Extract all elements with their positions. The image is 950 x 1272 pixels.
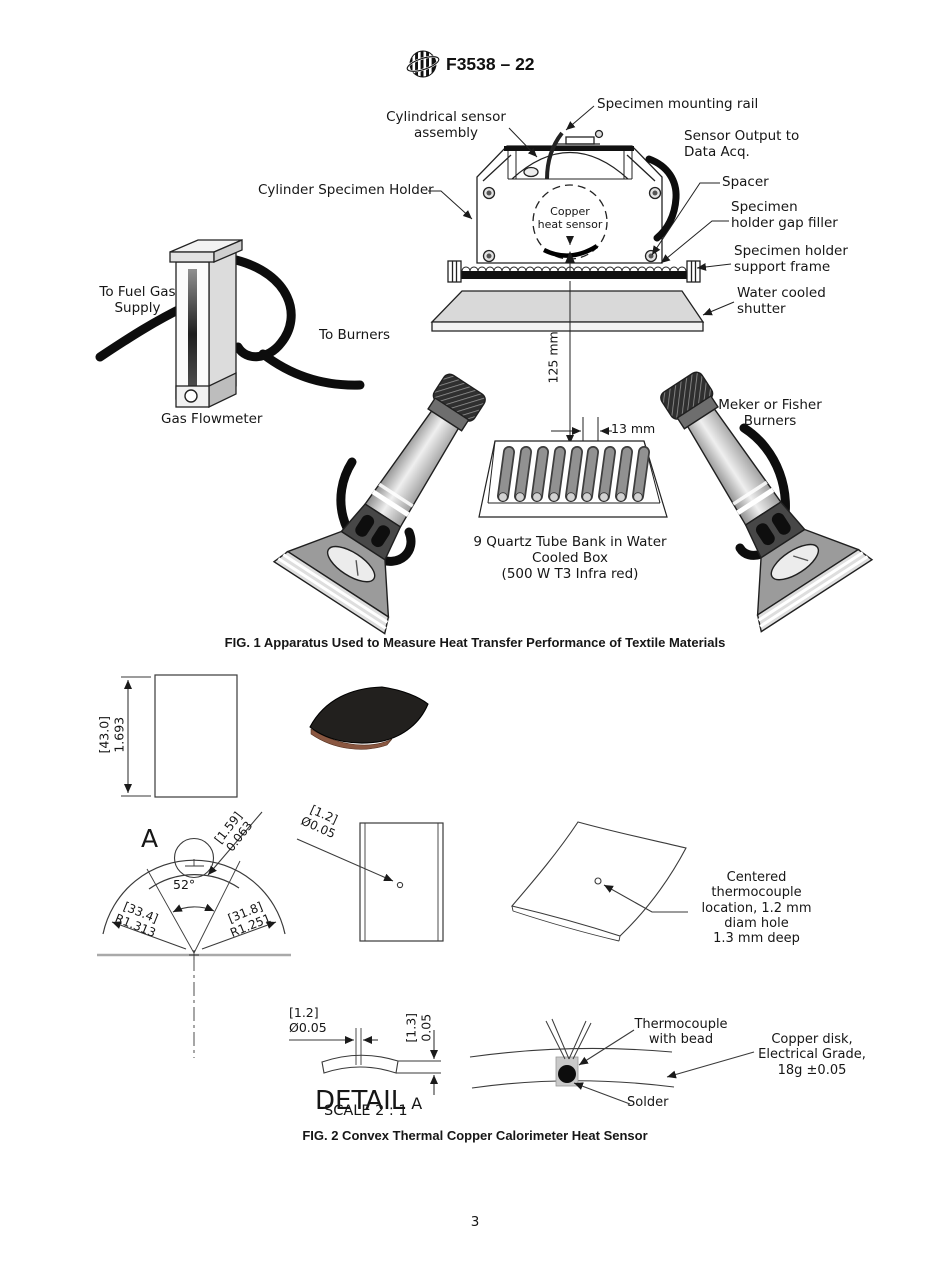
curved-sheet-wireframe <box>510 821 688 942</box>
label-cylinder-specimen-holder: Cylinder Specimen Holder <box>258 182 434 198</box>
quartz-tube-bank <box>478 440 668 518</box>
label-support-frame: Specimen holder support frame <box>734 243 848 275</box>
blank-rectangle <box>121 674 238 798</box>
label-sensor-output: Sensor Output to Data Acq. <box>684 128 800 160</box>
detail-a-letter: A <box>141 824 159 853</box>
label-to-burners: To Burners <box>319 327 391 343</box>
dim-13mm: 13 mm <box>611 421 656 436</box>
label-copper-heat-sensor: Copper heat sensor <box>537 205 603 231</box>
dim-1-2-bottom: [1.2] Ø0.05 <box>289 1005 327 1035</box>
specimen-holder-support-frame-shape <box>447 251 701 283</box>
fig2-sensor-drawing <box>97 674 755 1105</box>
label-gap-filler: Specimen holder gap filler <box>731 199 838 231</box>
label-gas-flowmeter: Gas Flowmeter <box>161 411 263 427</box>
page-number: 3 <box>470 1214 480 1230</box>
sensor-output-cable <box>645 155 680 242</box>
label-fuel-gas-supply: To Fuel Gas Supply <box>99 284 176 316</box>
dim-1-3: [1.3] 0.05 <box>403 1012 433 1043</box>
detail-word: DETAIL <box>315 1085 406 1116</box>
convex-disk-3d <box>309 686 429 750</box>
detail-a-callout-circle <box>173 837 215 879</box>
right-burner <box>621 345 874 634</box>
label-spacer: Spacer <box>722 174 769 190</box>
scale-label: SCALE 2 : 1 <box>324 1103 408 1119</box>
fig1-apparatus-drawing <box>95 105 874 636</box>
standard-code: F3538 – 22 <box>446 54 535 74</box>
solder-bead <box>558 1065 576 1083</box>
arc-section-diagram <box>97 811 291 1058</box>
label-copper-disk: Copper disk, Electrical Grade, 18g ±0.05 <box>758 1032 866 1078</box>
fig1-caption: FIG. 1 Apparatus Used to Measure Heat Tr… <box>224 635 726 650</box>
water-cooled-shutter-shape <box>430 290 705 332</box>
specimen-holder-housing <box>476 129 680 264</box>
fig2-caption: FIG. 2 Convex Thermal Copper Calorimeter… <box>302 1128 648 1143</box>
dim-52-degrees: 52° <box>173 877 196 892</box>
dim-43-0: [43.0] 1.693 <box>96 715 126 754</box>
label-water-cooled-shutter: Water cooled shutter <box>737 285 826 317</box>
label-solder: Solder <box>627 1095 669 1110</box>
dim-125mm: 125 mm <box>545 331 561 384</box>
front-view-hole <box>296 822 444 942</box>
fig1-leader-lines <box>428 105 735 316</box>
label-specimen-mounting-rail: Specimen mounting rail <box>597 96 759 112</box>
detail-cross-section <box>289 1028 441 1095</box>
label-cylindrical-sensor-assembly: Cylindrical sensor assembly <box>386 109 506 141</box>
gas-flowmeter-drawing <box>169 239 243 409</box>
detail-letter: A <box>411 1093 423 1113</box>
label-quartz-tube-bank: 9 Quartz Tube Bank in Water Cooled Box (… <box>473 534 667 582</box>
thermocouple-cross-section <box>469 1018 755 1105</box>
label-meker-burners: Meker or Fisher Burners <box>718 397 822 429</box>
astm-logo <box>406 50 440 78</box>
label-thermocouple-with-bead: Thermocouple with bead <box>634 1017 728 1048</box>
label-centered-thermocouple: Centered thermocouple location, 1.2 mm d… <box>701 870 812 947</box>
specimen-mounting-rail-shape <box>545 131 564 180</box>
